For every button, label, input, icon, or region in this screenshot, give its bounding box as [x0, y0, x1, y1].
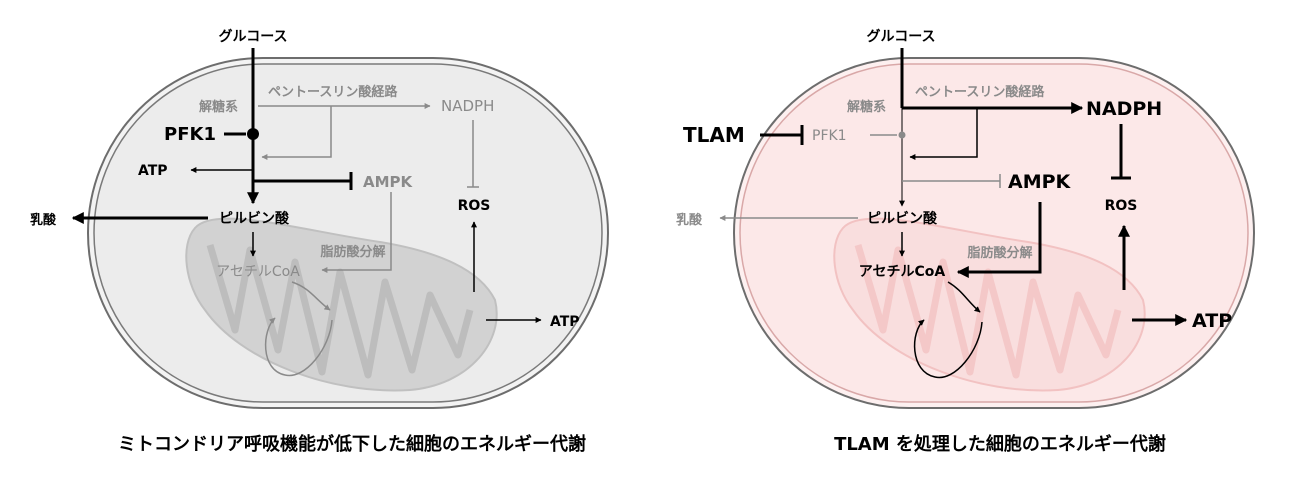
right-caption: TLAM を処理した細胞のエネルギー代謝 — [834, 433, 1166, 455]
left-ampk-fatty-acid-arrow — [321, 192, 392, 273]
left-pfk1-label: PFK1 — [164, 124, 216, 145]
left-atp-glycolysis-label: ATP — [138, 163, 168, 179]
right-ppp-label: ペントースリン酸経路 — [915, 84, 1045, 100]
right-pfk1-label: PFK1 — [812, 128, 847, 144]
left-ampk-label: AMPK — [363, 173, 414, 191]
left-glycolysis-label: 解糖系 — [198, 99, 238, 115]
left-ros-label: ROS — [458, 198, 491, 214]
right-pyruvate-label: ピルビン酸 — [867, 210, 938, 227]
left-caption: ミトコンドリア呼吸機能が低下した細胞のエネルギー代謝 — [118, 433, 586, 455]
left-tca-cycle — [264, 317, 333, 377]
right-glycolysis-label: 解糖系 — [846, 99, 886, 115]
left-panel: グルコース ペントースリン酸経路 解糖系 NADPH PFK1 ATP AMPK… — [30, 28, 609, 455]
left-acetyl-coa-label: アセチルCoA — [216, 264, 300, 280]
right-ampk-fatty-acid-arrow — [956, 202, 1042, 278]
left-lactate-label: 乳酸 — [30, 212, 57, 228]
right-tca-entry-arrow — [947, 281, 981, 313]
right-ampk-label: AMPK — [1008, 171, 1072, 193]
left-tca-entry-arrow — [291, 281, 331, 311]
left-ppp-label: ペントースリン酸経路 — [268, 84, 398, 100]
left-ampk-inhibition — [251, 166, 351, 183]
right-glucose-label: グルコース — [866, 28, 935, 45]
right-nadph-label: NADPH — [1086, 98, 1162, 120]
left-pyruvate-label: ピルビン酸 — [219, 210, 290, 227]
right-ros-label: ROS — [1105, 198, 1138, 214]
right-tca-cycle — [913, 319, 983, 379]
right-fatty-acid-label: 脂肪酸分解 — [966, 245, 1032, 261]
left-mito-atp-label: ATP — [550, 314, 580, 330]
right-lactate-label: 乳酸 — [676, 212, 703, 228]
right-acetyl-coa-label: アセチルCoA — [859, 264, 946, 280]
left-glucose-label: グルコース — [218, 28, 287, 45]
left-mitochondrion — [185, 217, 498, 392]
left-pfk1-node — [247, 128, 259, 140]
right-tlam-label: TLAM — [683, 123, 745, 147]
right-mito-atp-label: ATP — [1192, 310, 1232, 332]
left-ppp-return-arrow — [261, 106, 332, 160]
right-panel: グルコース ペントースリン酸経路 解糖系 NADPH TLAM PFK1 AMP… — [676, 28, 1255, 455]
left-nadph-label: NADPH — [441, 97, 494, 115]
right-ppp-return-arrow — [909, 108, 978, 160]
left-fatty-acid-label: 脂肪酸分解 — [319, 244, 385, 260]
right-pfk1-node — [898, 131, 906, 139]
